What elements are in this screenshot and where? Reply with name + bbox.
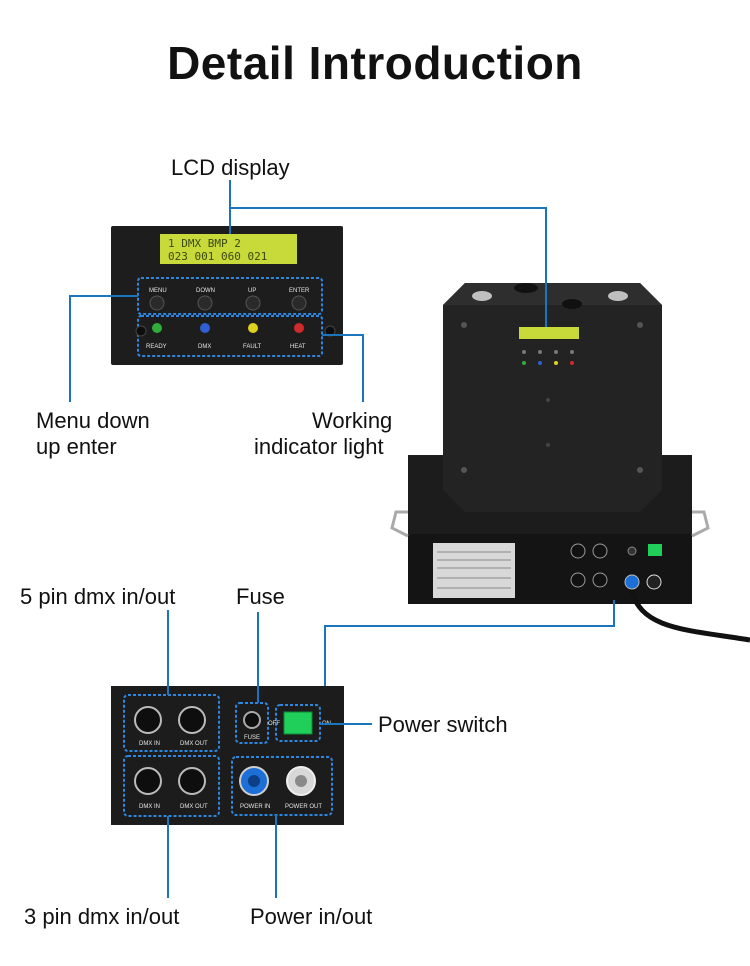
lcd-screen [160,234,297,264]
dmx3-in-label: DMX IN [139,804,160,810]
power-switch-label: Power switch [378,712,508,737]
power-out-label: POWER OUT [285,804,322,810]
lcd-line1: 1 DMX BMP 2 [168,237,241,250]
dmx3-out-label: DMX OUT [180,804,208,810]
down-button [197,295,213,311]
fuse-label: FUSE [244,735,260,741]
pin5-label: 5 pin dmx in/out [20,584,176,609]
btn-label-menu: MENU [149,288,167,294]
working-label-line2: indicator light [254,434,384,459]
control-panel-photo: 1 DMX BMP 2 023 001 060 021 MENU DOWN UP… [111,226,343,365]
menu-button [149,295,165,311]
btn-label-enter: ENTER [289,288,310,294]
up-button [245,295,261,311]
heat-led [294,323,304,333]
led-label-heat: HEAT [290,344,306,350]
dmx5-out-label: DMX OUT [180,741,208,747]
pin3-label: 3 pin dmx in/out [24,904,180,929]
fault-led [248,323,258,333]
power-io-label: Power in/out [250,904,373,929]
power-in-label: POWER IN [240,804,270,810]
menu-label-line2: up enter [36,434,117,459]
fuse-callout-label: Fuse [236,584,285,609]
connector-panel-photo: DMX IN DMX OUT DMX IN DMX OUT FUSE OFF O… [111,686,344,825]
led-label-dmx: DMX [198,344,211,350]
btn-label-down: DOWN [196,288,215,294]
enter-button [291,295,307,311]
led-label-fault: FAULT [243,344,262,350]
led-label-ready: READY [146,344,167,350]
switch-off-label: OFF [268,721,280,727]
menu-label-line1: Menu down [36,408,150,433]
device-photo [390,283,750,643]
btn-label-up: UP [248,288,256,294]
callout-lines [69,180,615,898]
lcd-display-label: LCD display [171,155,290,180]
working-label-line1: Working [312,408,393,433]
ready-led [152,323,162,333]
dmx5-in-label: DMX IN [139,741,160,747]
lcd-line2: 023 001 060 021 [168,250,267,263]
page-title: Detail Introduction [167,37,583,89]
dmx-led [200,323,210,333]
